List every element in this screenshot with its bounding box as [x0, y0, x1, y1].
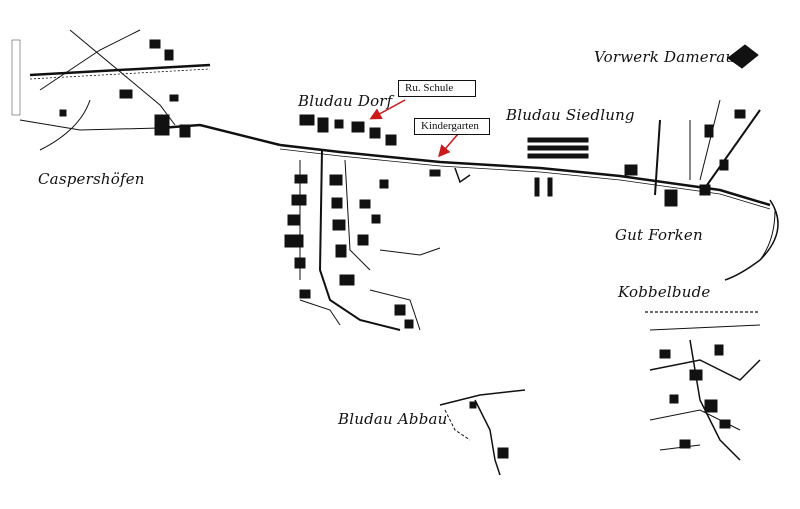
label-caspershoefen: Caspershöfen — [38, 170, 145, 188]
gut-forken-map-fragment — [624, 44, 779, 281]
label-kobbelbude: Kobbelbude — [618, 283, 711, 301]
label-bludau-dorf: Bludau Dorf — [298, 92, 393, 110]
label-bludau-siedlung: Bludau Siedlung — [506, 106, 635, 124]
callout-kindergarten: Kindergarten — [414, 118, 490, 135]
main-road — [279, 143, 771, 210]
bludau-siedlung-map-fragment — [429, 137, 589, 197]
kobbelbude-map-fragment — [645, 311, 761, 461]
caspershoefen-map-fragment — [11, 29, 281, 151]
callout-arrows — [369, 99, 459, 158]
bludau-dorf-map-fragment — [284, 114, 441, 331]
label-vorwerk-damerau: Vorwerk Damerau — [594, 48, 736, 66]
label-gut-forken: Gut Forken — [615, 226, 703, 244]
callout-school: Ru. Schule — [398, 80, 476, 97]
label-bludau-abbau: Bludau Abbau — [338, 410, 448, 428]
bludau-abbau-map-fragment — [439, 389, 526, 476]
